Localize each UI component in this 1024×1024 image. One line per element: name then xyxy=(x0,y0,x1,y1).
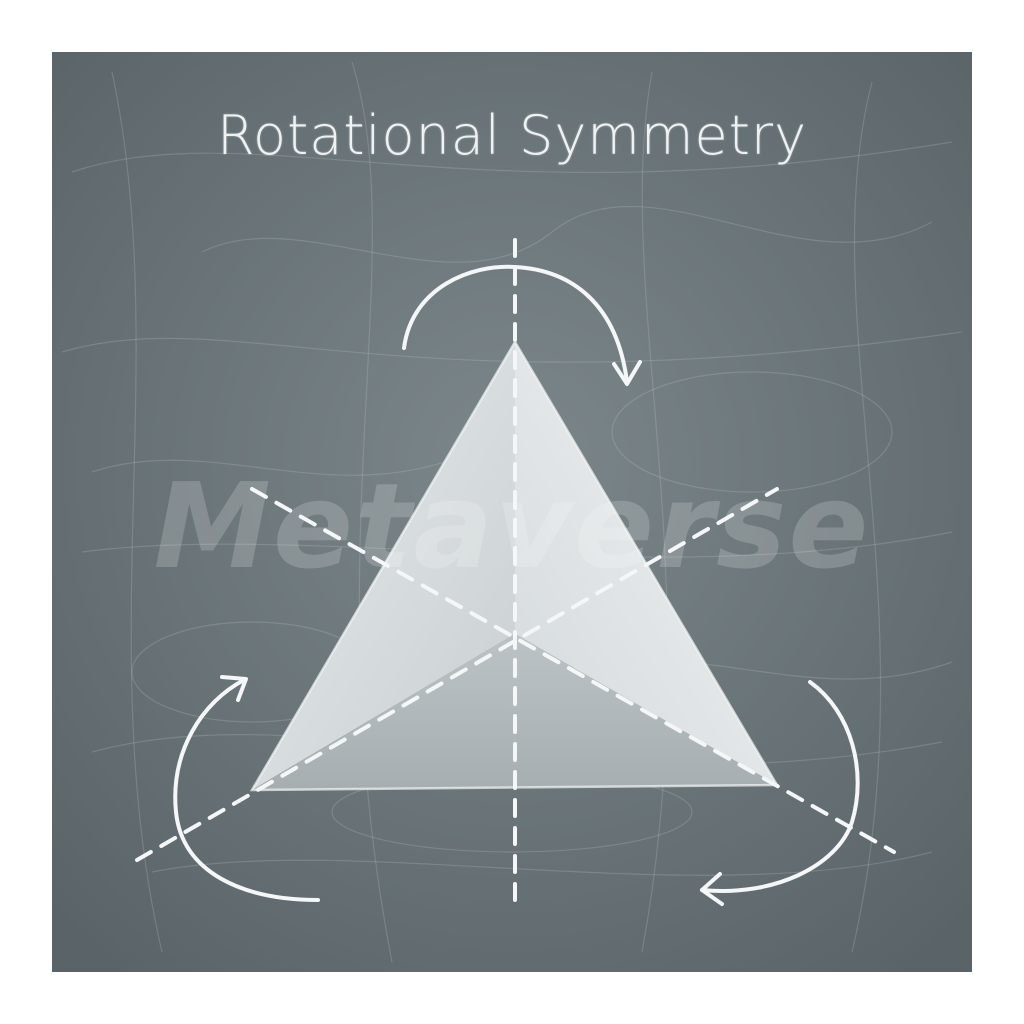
chalkboard-drawing xyxy=(52,52,972,972)
rotation-arrow-icon xyxy=(700,680,860,906)
rotation-arrow-icon xyxy=(173,675,320,902)
board-title: Rotational Symmetry xyxy=(216,104,808,167)
chalkboard: Metaverse Rotational Symmetry xyxy=(52,52,972,972)
rotation-arrow-icon xyxy=(402,264,642,386)
right-diagonal-axis-line xyxy=(250,487,896,854)
symmetry-axes xyxy=(135,238,896,906)
left-diagonal-axis-line xyxy=(135,487,779,862)
watermark: Metaverse xyxy=(153,457,871,595)
